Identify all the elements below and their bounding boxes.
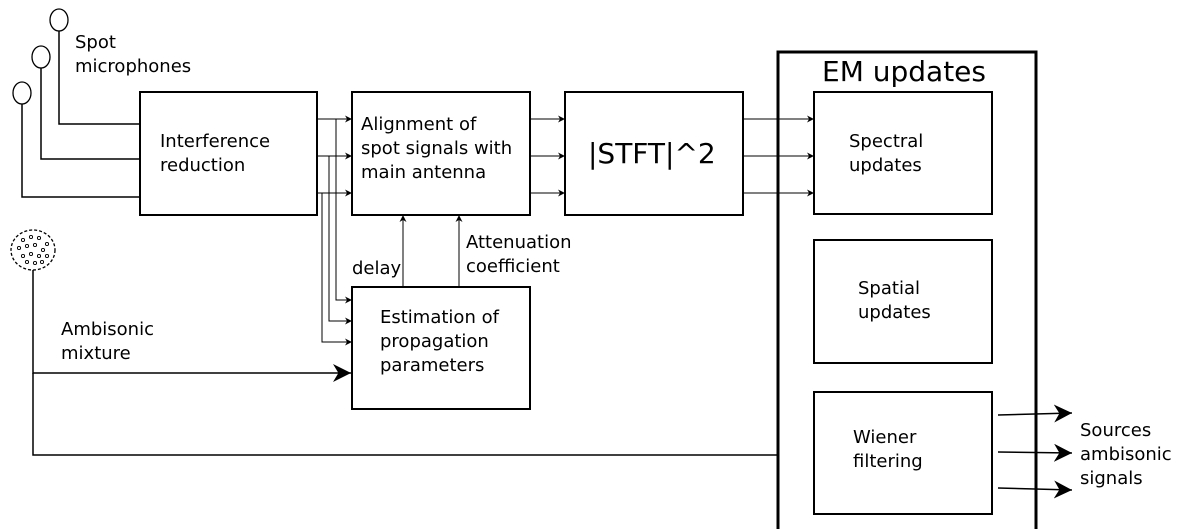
spot-microphone-3 bbox=[12, 81, 140, 198]
ambisonic-mixture-label: Ambisonic mixture bbox=[61, 319, 154, 364]
spectral-updates-block bbox=[813, 91, 993, 215]
arrow-interference-to-estimation-3 bbox=[317, 192, 352, 346]
estimation-block bbox=[351, 286, 531, 410]
arrow-interference-to-estimation-2 bbox=[317, 155, 352, 325]
wiener-filtering-block bbox=[813, 391, 993, 515]
arrow-interference-to-estimation-1 bbox=[317, 118, 352, 304]
sources-output-label: Sources ambisonic signals bbox=[1080, 420, 1172, 489]
spot-microphone-1 bbox=[49, 8, 140, 125]
output-arrow-2 bbox=[997, 443, 1073, 462]
em-updates-title: EM updates bbox=[822, 55, 986, 88]
attenuation-coefficient-label: Attenuation coefficient bbox=[466, 232, 572, 277]
ambisonic-line-to-wiener bbox=[32, 373, 813, 464]
spatial-updates-block bbox=[813, 239, 993, 364]
output-arrow-1 bbox=[997, 404, 1073, 423]
delay-label: delay bbox=[352, 258, 402, 279]
alignment-label: Alignment of spot signals with main ante… bbox=[361, 114, 513, 183]
spatial-updates-label: Spatial updates bbox=[858, 278, 931, 323]
stft-block bbox=[564, 91, 744, 216]
spectral-updates-label: Spectral updates bbox=[849, 131, 924, 176]
interference-reduction-label: Interference reduction bbox=[160, 131, 271, 176]
spot-microphone-2 bbox=[31, 45, 140, 160]
estimation-label: Estimation of propagation parameters bbox=[380, 307, 499, 376]
wiener-filtering-label: Wiener filtering bbox=[853, 427, 923, 472]
spot-microphones-label: Spot microphones bbox=[75, 32, 192, 77]
ambisonic-microphone-icon bbox=[10, 229, 56, 271]
interference-reduction-block bbox=[139, 91, 318, 216]
alignment-block bbox=[351, 91, 531, 216]
output-arrow-3 bbox=[997, 480, 1073, 499]
stft-label: |STFT|^2 bbox=[588, 137, 716, 170]
